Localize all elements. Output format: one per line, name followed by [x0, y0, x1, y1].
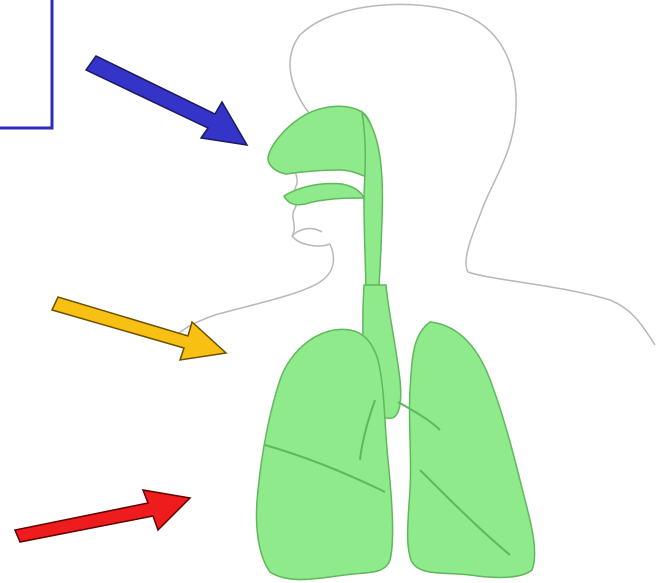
upper-pointer-arrow	[86, 56, 247, 145]
lower-pointer-arrow	[15, 490, 190, 542]
neck-front-outline	[175, 244, 333, 338]
body-outline	[175, 4, 655, 345]
jaw-outline	[292, 229, 322, 236]
label-box	[0, 0, 52, 128]
middle-pointer-arrow	[52, 297, 226, 360]
pharynx	[362, 112, 382, 300]
neck-back-shoulder-outline	[468, 272, 655, 345]
lung-left-view	[257, 329, 393, 579]
upper-airway	[268, 106, 382, 300]
nasal-cavity	[268, 106, 374, 180]
lung-right-view	[408, 322, 535, 577]
